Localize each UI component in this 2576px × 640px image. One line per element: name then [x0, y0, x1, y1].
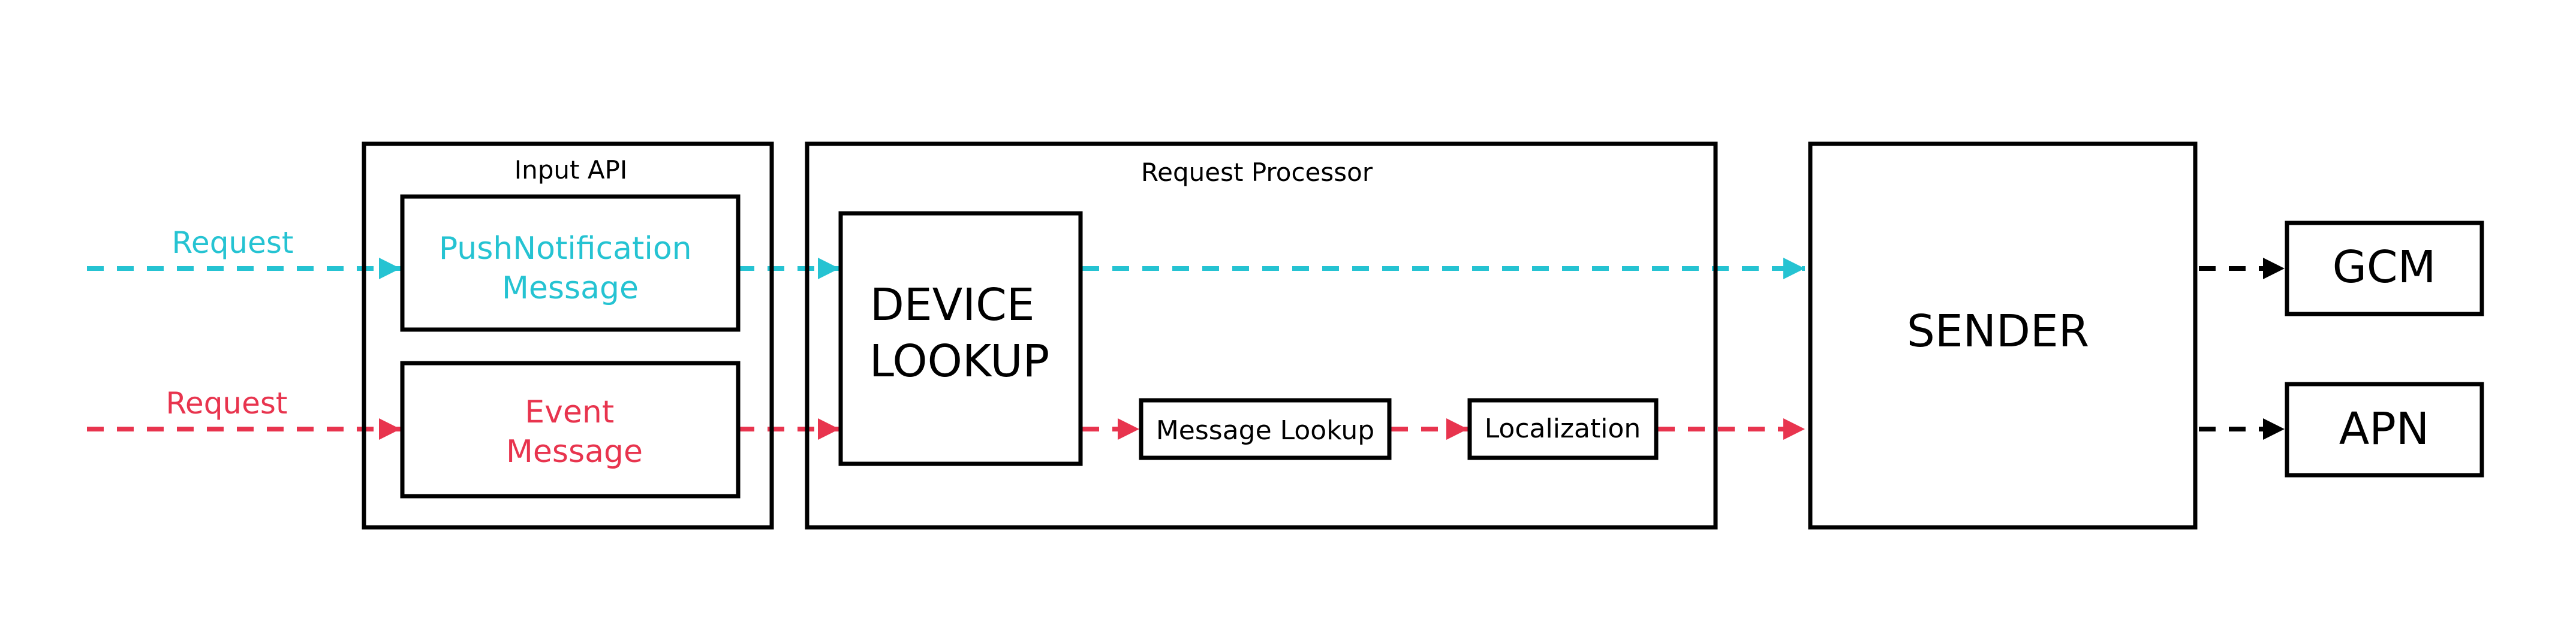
input-api-group: Input API PushNotification Message Event… [362, 141, 774, 530]
gcm-box [2285, 221, 2484, 316]
gcm-group: GCM [2285, 221, 2484, 316]
sender-box [1808, 141, 2198, 530]
request-processor-group: Request Processor DEVICE LOOKUP Message … [805, 141, 1718, 530]
push-notification-message-line2: Message [502, 270, 639, 306]
event-message-line2: Message [506, 434, 643, 470]
request-processor-title: Request Processor [1141, 158, 1373, 187]
input-api-box [362, 141, 774, 530]
event-message-label: Event Message [506, 394, 643, 470]
device-lookup-line2: LOOKUP [869, 336, 1049, 387]
localization-label: Localization [1485, 413, 1641, 444]
apn-box [2285, 382, 2484, 478]
localization-box [1467, 398, 1659, 460]
device-lookup-box [838, 211, 1083, 466]
push-notification-message-line1: PushNotification [439, 231, 692, 267]
sender-output-flow [2199, 258, 2285, 440]
apn-label: APN [2339, 403, 2430, 455]
sender-label: SENDER [1907, 306, 2089, 357]
request-event-label: Request [165, 386, 287, 421]
event-message-box [400, 361, 741, 499]
gcm-label: GCM [2333, 241, 2436, 293]
sender-group: SENDER [1808, 141, 2198, 530]
device-lookup-label: DEVICE LOOKUP [869, 279, 1049, 387]
input-api-title: Input API [514, 155, 628, 185]
message-lookup-box [1139, 398, 1392, 460]
push-notification-message-box [400, 194, 741, 332]
event-message-line1: Event [525, 394, 614, 430]
message-lookup-label: Message Lookup [1156, 415, 1374, 446]
request-push-label: Request [171, 225, 293, 260]
push-notification-message-label: PushNotification Message [439, 231, 702, 306]
apn-group: APN [2285, 382, 2484, 478]
device-lookup-line1: DEVICE [870, 279, 1035, 331]
request-processor-box [805, 141, 1718, 530]
